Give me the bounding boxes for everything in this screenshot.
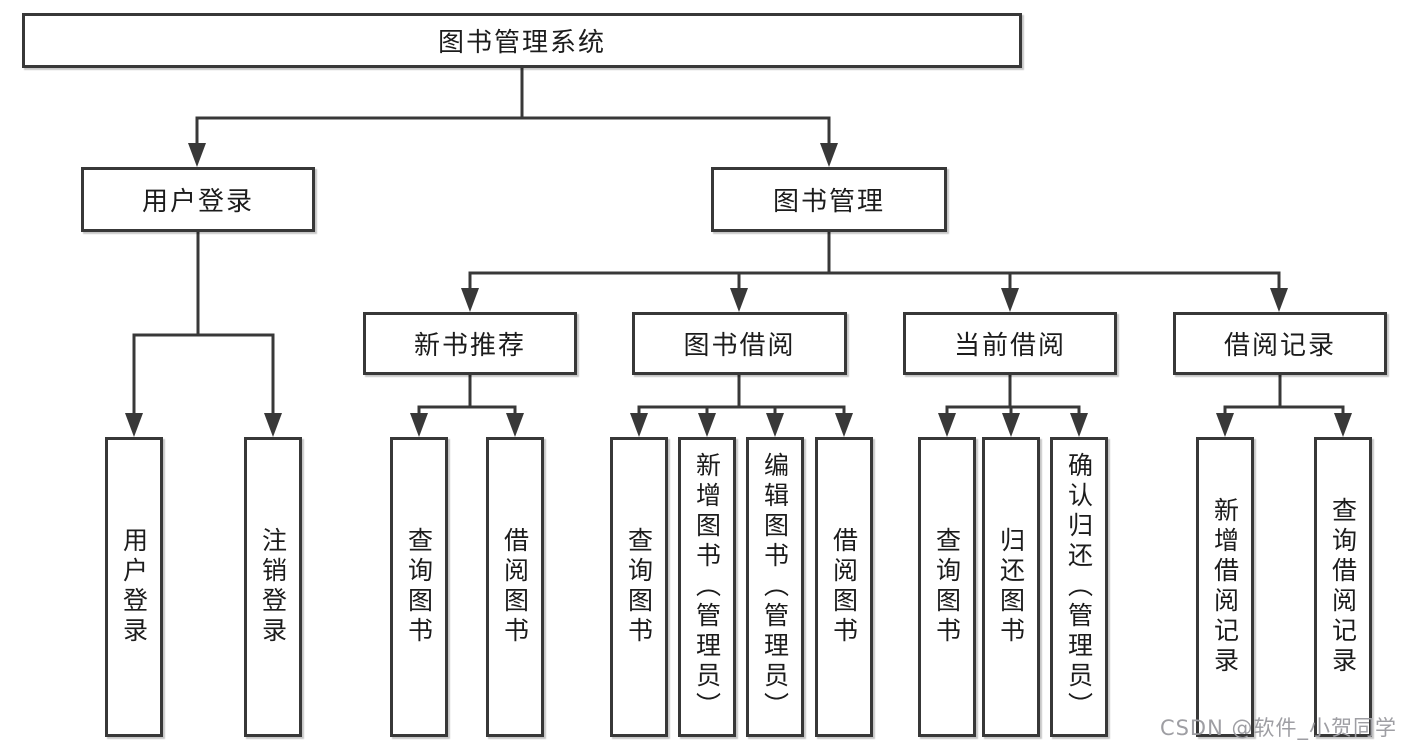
node-leaf-nbr-borrow-books: 借阅图书 [486,437,544,737]
leaf-label: 查询借阅记录 [1328,497,1358,677]
leaf-label: 新增图书（管理员） [692,452,722,722]
node-leaf-bb-borrow-books: 借阅图书 [815,437,873,737]
node-book-management: 图书管理 [711,167,947,232]
leaf-label: 借阅图书 [829,527,859,647]
leaf-label: 借阅图书 [500,527,530,647]
leaf-label: 新增借阅记录 [1210,497,1240,677]
node-current-borrow: 当前借阅 [903,312,1117,375]
node-new-book-recommend: 新书推荐 [363,312,577,375]
node-leaf-cb-confirm-return-admin: 确认归还（管理员） [1050,437,1108,737]
node-root: 图书管理系统 [22,13,1022,68]
node-leaf-br-query-record: 查询借阅记录 [1314,437,1372,737]
connector-newbookrec-to-leaves [410,373,524,437]
node-user-login: 用户登录 [81,167,315,232]
node-leaf-nbr-query-books: 查询图书 [390,437,448,737]
connector-borrowrecords-to-leaves [1216,373,1352,437]
connector-bookborrow-to-leaves [630,373,853,437]
node-leaf-logout: 注销登录 [244,437,302,737]
node-leaf-cb-return-books: 归还图书 [982,437,1040,737]
leaf-label: 用户登录 [119,527,149,647]
leaf-label: 编辑图书（管理员） [760,452,790,722]
leaf-label: 查询图书 [932,527,962,647]
node-leaf-bb-add-books-admin: 新增图书（管理员） [678,437,736,737]
connector-bookmgmt-to-level3 [461,230,1288,312]
node-book-borrow: 图书借阅 [632,312,847,375]
leaf-label: 归还图书 [996,527,1026,647]
leaf-label: 查询图书 [404,527,434,647]
connector-root-to-level2 [188,66,838,167]
node-leaf-br-add-record: 新增借阅记录 [1196,437,1254,737]
leaf-label: 确认归还（管理员） [1064,452,1094,722]
node-borrow-records: 借阅记录 [1173,312,1387,375]
node-leaf-bb-query-books: 查询图书 [610,437,668,737]
node-leaf-cb-query-books: 查询图书 [918,437,976,737]
csdn-watermark: CSDN @软件_小贺同学 [1159,716,1397,740]
connector-currentborrow-to-leaves [938,373,1088,437]
node-leaf-user-login: 用户登录 [105,437,163,737]
node-leaf-bb-edit-books-admin: 编辑图书（管理员） [746,437,804,737]
leaf-label: 注销登录 [258,527,288,647]
connector-userlogin-to-leaves [125,230,282,437]
leaf-label: 查询图书 [624,527,654,647]
